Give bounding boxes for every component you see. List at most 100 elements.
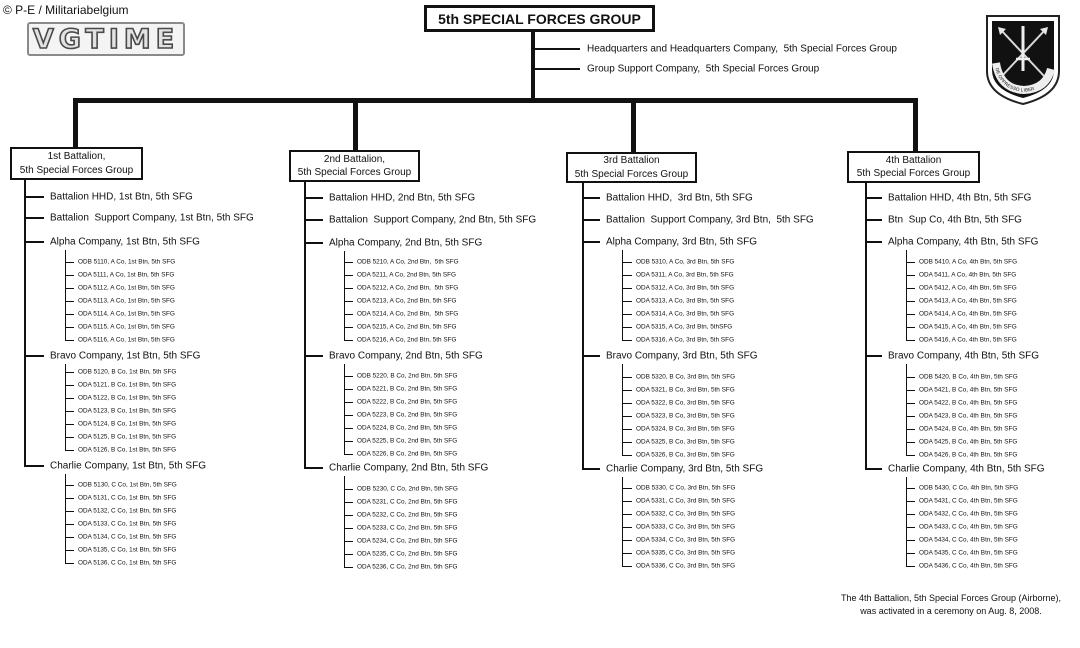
detachment-tick-line [906,527,915,528]
detachment-label: ODA 5313, A Co, 3rd Btn, 5th SFG [636,297,735,305]
company-tick-line [866,468,882,470]
company-trunk-line [622,250,623,341]
detachment-label: ODA 5423, B Co, 4th Btn, 5th SFG [919,412,1018,420]
company-tick-line [25,465,44,467]
detachment-label: ODA 5123, B Co, 1st Btn, 5th SFG [78,407,177,415]
detachment-tick-line [65,437,74,438]
company-tick-line [866,355,882,357]
group-title-box: 5th SPECIAL FORCES GROUP [424,5,655,32]
detachment-label: ODA 5232, C Co, 2nd Btn, 5th SFG [357,511,458,519]
detachment-tick-line [622,275,632,276]
detachment-label: ODB 5430, C Co, 4th Btn, 5th SFG [919,484,1019,492]
detachment-tick-line [622,501,632,502]
detachment-label: ODA 5432, C Co, 4th Btn, 5th SFG [919,510,1018,518]
battalion-box: 1st Battalion,5th Special Forces Group [10,147,143,180]
detachment-tick-line [906,314,915,315]
detachment-label: ODA 5421, B Co, 4th Btn, 5th SFG [919,386,1018,394]
company-label: Alpha Company, 2nd Btn, 5th SFG [329,237,483,249]
company-label: Charlie Company, 2nd Btn, 5th SFG [329,462,489,474]
company-label: Alpha Company, 1st Btn, 5th SFG [50,236,200,248]
detachment-label: ODB 5220, B Co, 2nd Btn, 5th SFG [357,372,458,380]
detachment-tick-line [344,541,353,542]
battalion-unit: Battalion Support Company, 2nd Btn, 5th … [329,214,537,226]
detachment-label: ODA 5122, B Co, 1st Btn, 5th SFG [78,394,177,402]
hq-connector-line [535,48,580,50]
detachment-tick-line [344,340,353,341]
company-label: Bravo Company, 4th Btn, 5th SFG [888,350,1039,362]
detachment-label: ODA 5224, B Co, 2nd Btn, 5th SFG [357,424,458,432]
detachment-tick-line [622,566,632,567]
detachment-label: ODA 5414, A Co, 4th Btn, 5th SFG [919,310,1017,318]
detachment-label: ODA 5124, B Co, 1st Btn, 5th SFG [78,420,177,428]
detachment-tick-line [622,314,632,315]
detachment-tick-line [65,288,74,289]
detachment-tick-line [344,428,353,429]
detachment-tick-line [344,327,353,328]
detachment-label: ODA 5416, A Co, 4th Btn, 5th SFG [919,336,1017,344]
company-trunk-line [906,364,907,456]
detachment-label: ODA 5135, C Co, 1st Btn, 5th SFG [78,546,177,554]
battalion-unit: Battalion HHD, 3rd Btn, 5th SFG [606,192,753,204]
detachment-label: ODA 5334, C Co, 3rd Btn, 5th SFG [636,536,736,544]
company-tick-line [25,355,44,357]
group-trunk-line [531,32,535,102]
detachment-label: ODA 5415, A Co, 4th Btn, 5th SFG [919,323,1017,331]
detachment-label: ODA 5136, C Co, 1st Btn, 5th SFG [78,559,177,567]
detachment-label: ODA 5116, A Co, 1st Btn, 5th SFG [78,336,175,344]
company-tick-line [25,241,44,243]
detachment-label: ODA 5326, B Co, 3rd Btn, 5th SFG [636,451,735,459]
detachment-tick-line [622,429,632,430]
detachment-tick-line [344,376,353,377]
detachment-label: ODB 5310, A Co, 3rd Btn, 5th SFG [636,258,735,266]
company-tick-line [583,468,600,470]
detachment-tick-line [906,501,915,502]
detachment-tick-line [344,275,353,276]
detachment-tick-line [344,515,353,516]
company-label: Charlie Company, 3rd Btn, 5th SFG [606,463,764,475]
activation-note: The 4th Battalion, 5th Special Forces Gr… [828,592,1074,617]
detachment-tick-line [906,540,915,541]
battalion-trunk-line [865,183,867,470]
company-trunk-line [65,364,66,451]
detachment-tick-line [622,416,632,417]
unit-tick-line [305,219,323,221]
company-trunk-line [906,250,907,341]
detachment-tick-line [344,262,353,263]
detachment-label: ODA 5211, A Co, 2nd Btn, 5th SFG [357,271,456,279]
detachment-label: ODA 5431, C Co, 4th Btn, 5th SFG [919,497,1018,505]
battalion-unit: Btn Sup Co, 4th Btn, 5th SFG [888,214,1022,226]
detachment-label: ODB 5210, A Co, 2nd Btn, 5th SFG [357,258,459,266]
detachment-label: ODA 5111, A Co, 1st Btn, 5th SFG [78,271,175,279]
detachment-label: ODA 5312, A Co, 3rd Btn, 5th SFG [636,284,735,292]
detachment-tick-line [65,411,74,412]
detachment-tick-line [622,327,632,328]
detachment-label: ODA 5411, A Co, 4th Btn, 5th SFG [919,271,1017,279]
detachment-tick-line [906,275,915,276]
battalion-stem-line [353,100,358,150]
detachment-tick-line [906,377,915,378]
detachment-tick-line [65,398,74,399]
company-tick-line [866,241,882,243]
detachment-tick-line [344,314,353,315]
company-trunk-line [344,476,345,568]
detachment-tick-line [344,567,353,568]
battalion-name: 2nd Battalion, [323,153,386,165]
detachment-label: ODA 5113, A Co, 1st Btn, 5th SFG [78,297,175,305]
detachment-label: ODB 5330, C Co, 3rd Btn, 5th SFG [636,484,736,492]
detachment-label: ODA 5132, C Co, 1st Btn, 5th SFG [78,507,177,515]
support-connector-line [535,68,580,70]
detachment-tick-line [65,262,74,263]
detachment-tick-line [65,511,74,512]
detachment-tick-line [65,327,74,328]
detachment-label: ODA 5236, C Co, 2nd Btn, 5th SFG [357,563,458,571]
detachment-tick-line [65,524,74,525]
detachment-tick-line [344,528,353,529]
unit-tick-line [866,197,882,199]
detachment-label: ODA 5112, A Co, 1st Btn, 5th SFG [78,284,175,292]
detachment-tick-line [65,424,74,425]
company-trunk-line [344,251,345,341]
detachment-tick-line [65,385,74,386]
detachment-label: ODA 5215, A Co, 2nd Btn, 5th SFG [357,323,457,331]
